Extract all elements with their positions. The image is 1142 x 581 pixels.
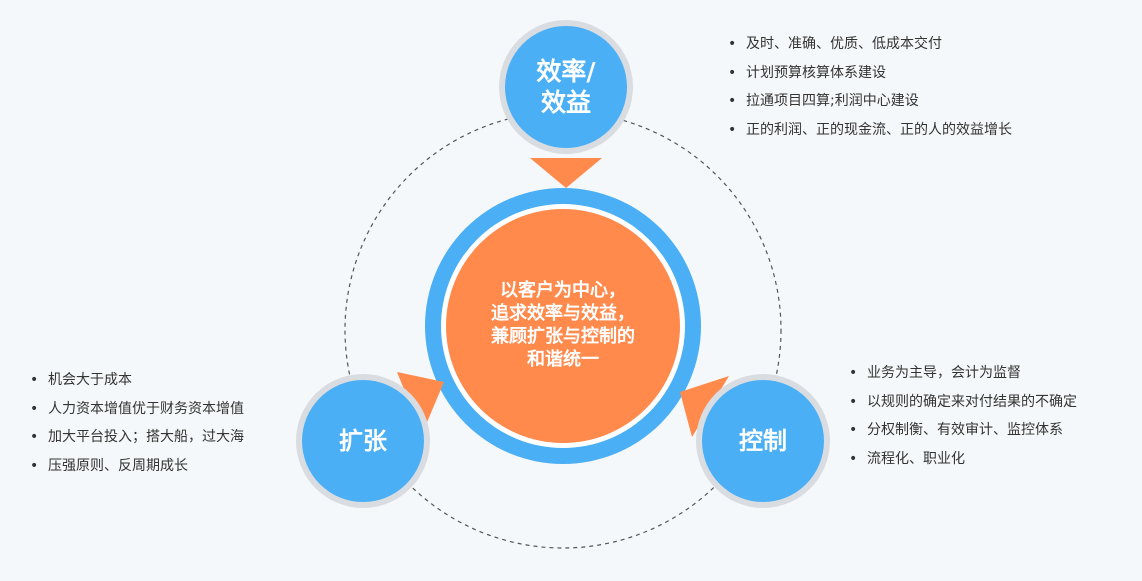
center-statement: 以客户为中心， 追求效率与效益， 兼顾扩张与控制的 和谐统一	[473, 265, 653, 385]
list-item: 分权制衡、有效审计、监控体系	[849, 416, 1077, 445]
center-line-2: 追求效率与效益，	[491, 303, 635, 324]
list-item: 以规则的确定来对付结果的不确定	[849, 388, 1077, 417]
node-efficiency	[505, 26, 627, 148]
list-item: 及时、准确、优质、低成本交付	[728, 30, 1012, 59]
node-expansion	[302, 380, 424, 502]
expansion-bullet-list: 机会大于成本 人力资本增值优于财务资本增值 加大平台投入；搭大船，过大海 压强原…	[30, 366, 244, 480]
arrow-left-to-center	[397, 372, 444, 434]
list-item: 业务为主导，会计为监督	[849, 359, 1077, 388]
node-control-label: 控制	[739, 427, 787, 455]
list-item: 压强原则、反周期成长	[30, 452, 244, 481]
center-line-1: 以客户为中心，	[500, 280, 626, 301]
node-efficiency-label: 效率/ 效益	[506, 47, 626, 127]
control-bullet-list: 业务为主导，会计为监督 以规则的确定来对付结果的不确定 分权制衡、有效审计、监控…	[849, 359, 1077, 473]
arrow-right-to-center	[680, 376, 729, 437]
node-control	[702, 380, 824, 502]
list-item: 机会大于成本	[30, 366, 244, 395]
list-item: 加大平台投入；搭大船，过大海	[30, 423, 244, 452]
center-line-4: 和谐统一	[527, 349, 599, 370]
center-line-3: 兼顾扩张与控制的	[491, 326, 635, 347]
list-item: 拉通项目四算;利润中心建设	[728, 87, 1012, 116]
efficiency-bullet-list: 及时、准确、优质、低成本交付 计划预算核算体系建设 拉通项目四算;利润中心建设 …	[728, 30, 1012, 144]
center-core	[446, 209, 680, 443]
node-expansion-label: 扩张	[339, 427, 387, 455]
arrow-top-to-center	[530, 158, 602, 188]
list-item: 流程化、职业化	[849, 445, 1077, 474]
list-item: 人力资本增值优于财务资本增值	[30, 395, 244, 424]
list-item: 正的利润、正的现金流、正的人的效益增长	[728, 116, 1012, 145]
node-efficiency-label-line1: 效率/	[536, 56, 596, 86]
node-efficiency-label-line2: 效益	[540, 88, 591, 117]
list-item: 计划预算核算体系建设	[728, 59, 1012, 88]
